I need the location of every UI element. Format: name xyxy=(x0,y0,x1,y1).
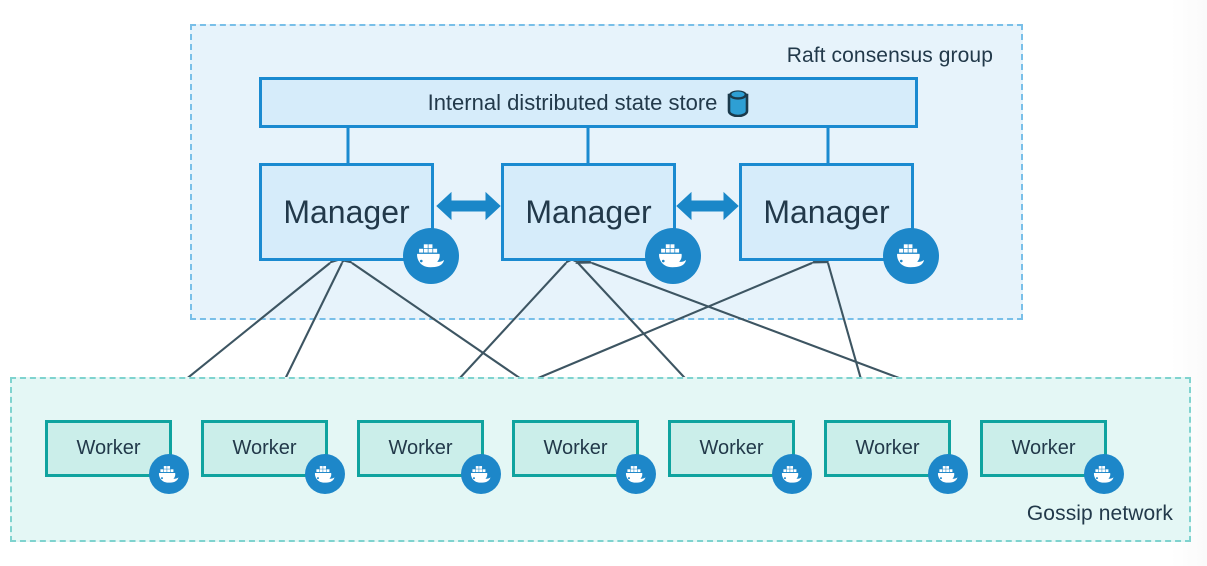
worker-node-0[interactable]: Worker xyxy=(45,420,189,494)
worker-label: Worker xyxy=(855,437,920,459)
manager-label: Manager xyxy=(283,193,410,230)
manager-label: Manager xyxy=(763,193,890,230)
worker-label: Worker xyxy=(1011,437,1076,459)
database-cylinder-icon xyxy=(727,89,749,117)
raft-consensus-group-label: Raft consensus group xyxy=(786,44,993,67)
docker-whale-icon xyxy=(461,454,501,494)
worker-node-1[interactable]: Worker xyxy=(201,420,345,494)
worker-label: Worker xyxy=(699,437,764,459)
manager-node-2[interactable]: Manager xyxy=(739,163,939,284)
docker-whale-icon xyxy=(772,454,812,494)
worker-node-4[interactable]: Worker xyxy=(668,420,812,494)
gossip-network-label: Gossip network xyxy=(1026,502,1173,525)
docker-whale-icon xyxy=(645,228,701,284)
worker-node-5[interactable]: Worker xyxy=(824,420,968,494)
worker-node-3[interactable]: Worker xyxy=(512,420,656,494)
docker-whale-icon xyxy=(305,454,345,494)
docker-whale-icon xyxy=(149,454,189,494)
worker-node-2[interactable]: Worker xyxy=(357,420,501,494)
docker-whale-icon xyxy=(1084,454,1124,494)
worker-label: Worker xyxy=(543,437,608,459)
manager-label: Manager xyxy=(525,193,652,230)
worker-label: Worker xyxy=(76,437,141,459)
docker-whale-icon xyxy=(928,454,968,494)
internal-state-store-box[interactable]: Internal distributed state store xyxy=(259,77,918,128)
worker-label: Worker xyxy=(388,437,453,459)
worker-node-6[interactable]: Worker xyxy=(980,420,1124,494)
worker-label: Worker xyxy=(232,437,297,459)
manager-node-1[interactable]: Manager xyxy=(501,163,701,284)
docker-whale-icon xyxy=(616,454,656,494)
manager-node-0[interactable]: Manager xyxy=(259,163,459,284)
docker-whale-icon xyxy=(883,228,939,284)
state-store-label: Internal distributed state store xyxy=(427,89,718,115)
docker-whale-icon xyxy=(403,228,459,284)
